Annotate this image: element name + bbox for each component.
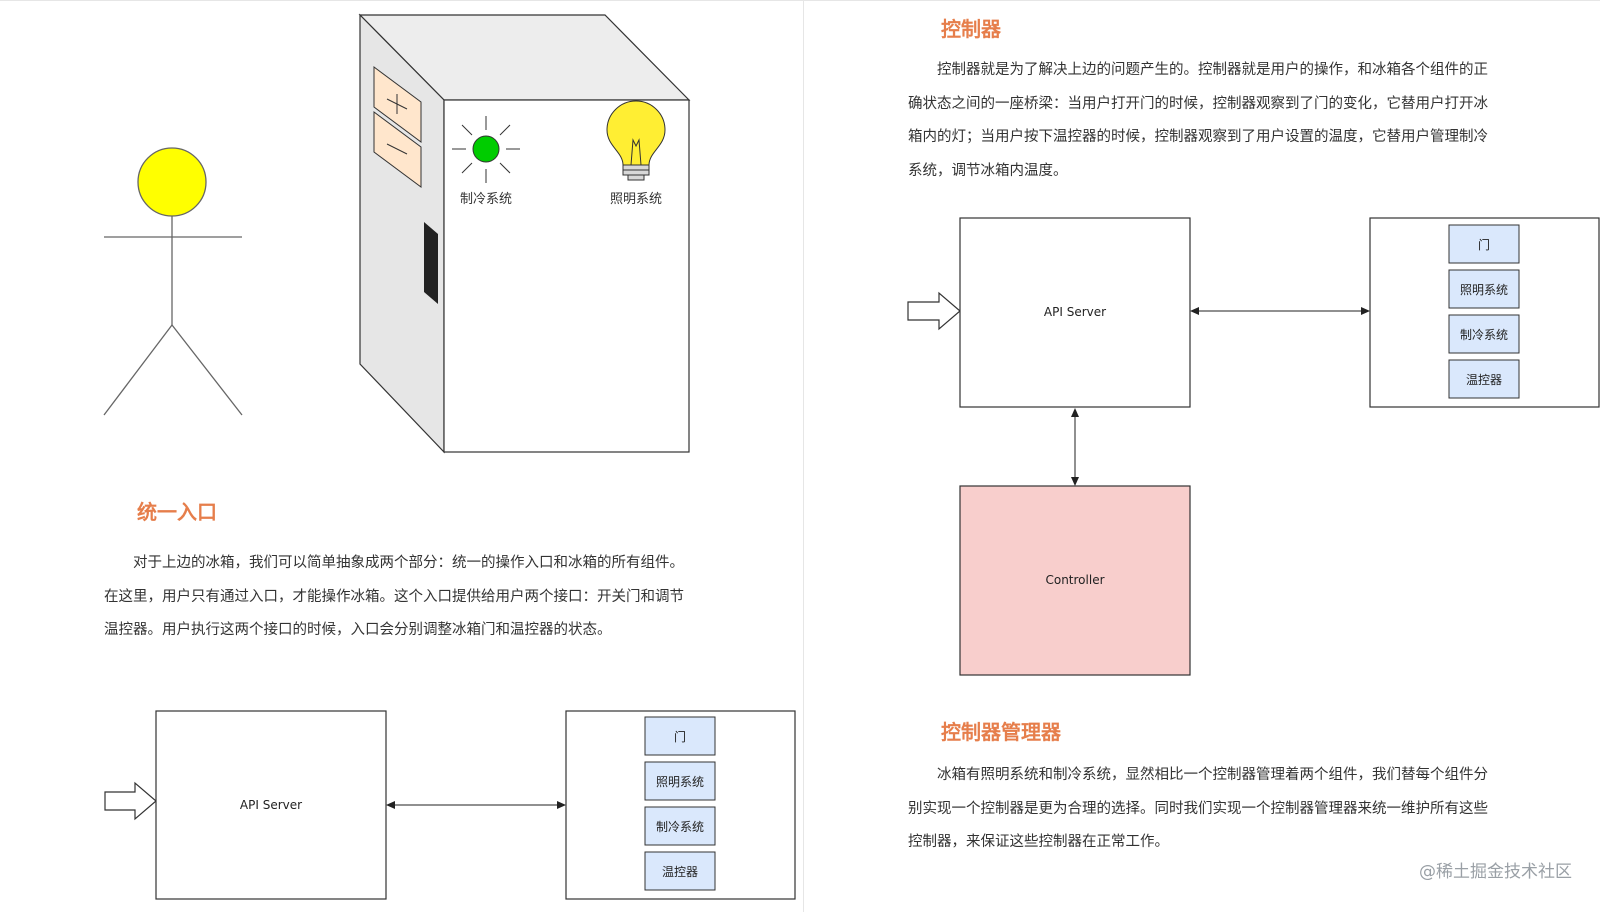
api-server-box	[959, 217, 1191, 408]
vertical-arrow-bottom-head	[1071, 477, 1079, 486]
svg-text:照明系统: 照明系统	[1460, 283, 1508, 297]
api-server-label: API Server	[240, 798, 302, 812]
component-thermostat	[644, 851, 716, 891]
api-server-label: API Server	[1044, 305, 1106, 319]
section-heading-controller-manager: 控制器管理器	[941, 720, 1061, 744]
double-arrow-left-head	[386, 801, 395, 809]
paragraph-controller-manager: 冰箱有照明系统和制冷系统，显然相比一个控制器管理着两个组件，我们替每个组件分别实…	[908, 767, 1488, 850]
top-border	[0, 0, 1600, 1]
svg-text:门: 门	[1478, 237, 1490, 252]
svg-text:温控器: 温控器	[662, 865, 698, 879]
paragraph-unified-entry: 对于上边的冰箱，我们可以简单抽象成两个部分：统一的操作入口和冰箱的所有组件。在这…	[104, 555, 684, 638]
vertical-arrow-top-head	[1071, 408, 1079, 417]
component-cooling-system	[1448, 314, 1520, 354]
user-stick-figure	[103, 147, 243, 416]
svg-text:门: 门	[674, 729, 686, 744]
api-server-box	[155, 710, 387, 900]
controller-label: Controller	[1045, 573, 1104, 587]
component-lighting-system	[644, 761, 716, 801]
svg-text:制冷系统: 制冷系统	[1460, 328, 1508, 342]
fridge-door-handle	[424, 222, 438, 304]
watermark: @稀土掘金技术社区	[1419, 862, 1572, 882]
input-arrow-icon	[907, 291, 961, 331]
lighting-bulb-icon	[606, 100, 666, 181]
user-right-leg	[171, 324, 243, 416]
user-head	[137, 147, 207, 217]
section-heading-controller: 控制器	[941, 17, 1001, 41]
component-cooling-system	[644, 806, 716, 846]
component-thermostat	[1448, 359, 1520, 399]
double-arrow-right-head	[1361, 307, 1370, 315]
input-arrow-icon	[104, 781, 157, 821]
left-architecture-diagram: API Server 门 照明系统 制冷系统 温控器	[104, 710, 796, 900]
component-door	[644, 716, 716, 756]
right-architecture-diagram: API Server 门 照明系统 制冷系统 温控器 Controller	[907, 217, 1600, 676]
cooling-light-icon	[452, 116, 520, 183]
fridge-illustration: 制冷系统 照明系统	[358, 13, 691, 454]
double-arrow-right-head	[557, 801, 566, 809]
paragraph-controller: 控制器就是为了解决上边的问题产生的。控制器就是用户的操作，和冰箱各个组件的正确状…	[908, 62, 1488, 179]
lighting-system-label: 照明系统	[610, 192, 662, 207]
section-heading-unified-entry: 统一入口	[137, 500, 217, 524]
svg-text:制冷系统: 制冷系统	[656, 820, 704, 834]
double-arrow-left-head	[1190, 307, 1199, 315]
component-door	[1448, 224, 1520, 264]
page-divider	[803, 0, 804, 912]
svg-text:温控器: 温控器	[1466, 373, 1502, 387]
user-left-leg	[103, 324, 173, 416]
controller-box	[959, 485, 1191, 676]
component-lighting-system	[1448, 269, 1520, 309]
cooling-system-label: 制冷系统	[460, 192, 512, 207]
svg-text:照明系统: 照明系统	[656, 775, 704, 789]
